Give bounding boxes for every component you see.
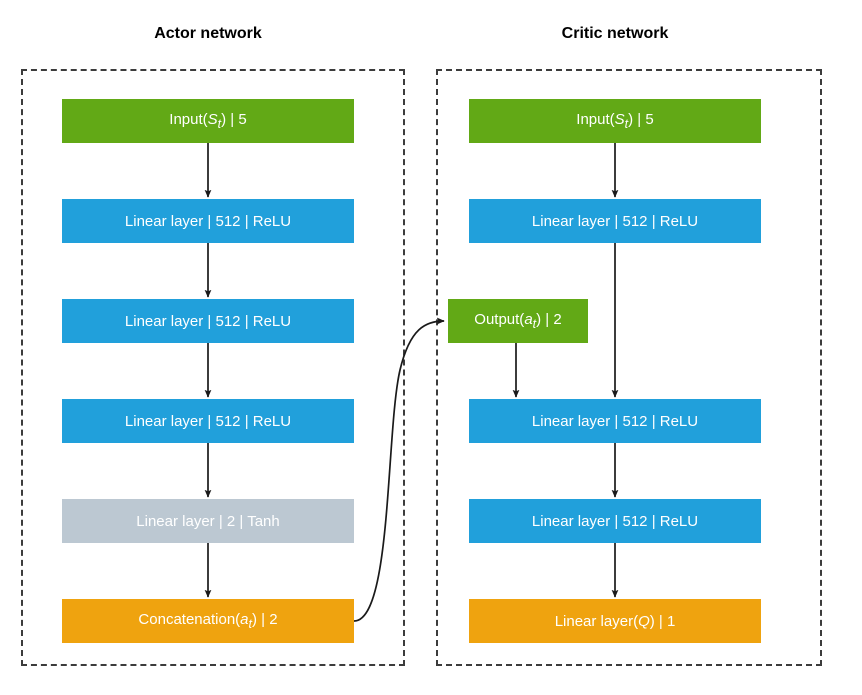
node-label: Linear layer | 512 | ReLU [531, 412, 699, 430]
node-critic-linear-1[interactable]: Linear layer | 512 | ReLU [469, 199, 761, 243]
node-label: Input(St) | 5 [169, 110, 247, 131]
node-label: Linear layer | 512 | ReLU [124, 212, 292, 230]
node-label: Input(St) | 5 [576, 110, 654, 131]
node-critic-q-output[interactable]: Linear layer(Q) | 1 [469, 599, 761, 643]
node-label: Linear layer | 512 | ReLU [531, 212, 699, 230]
node-label: Concatenation(at) | 2 [138, 610, 278, 631]
node-label: Linear layer | 512 | ReLU [531, 512, 699, 530]
actor-network-group [21, 69, 405, 666]
node-actor-linear-2[interactable]: Linear layer | 512 | ReLU [62, 299, 354, 343]
node-label: Linear layer | 512 | ReLU [124, 312, 292, 330]
node-critic-linear-3[interactable]: Linear layer | 512 | ReLU [469, 499, 761, 543]
actor-network-title: Actor network [154, 25, 262, 42]
node-actor-input[interactable]: Input(St) | 5 [62, 99, 354, 143]
node-actor-linear-3[interactable]: Linear layer | 512 | ReLU [62, 399, 354, 443]
node-actor-linear-1[interactable]: Linear layer | 512 | ReLU [62, 199, 354, 243]
node-critic-input[interactable]: Input(St) | 5 [469, 99, 761, 143]
node-label: Linear layer(Q) | 1 [554, 612, 676, 630]
critic-network-title: Critic network [561, 25, 669, 42]
node-label: Linear layer | 2 | Tanh [136, 512, 280, 530]
node-actor-linear-tanh[interactable]: Linear layer | 2 | Tanh [62, 499, 354, 543]
node-label: Linear layer | 512 | ReLU [124, 412, 292, 430]
critic-network-group [436, 69, 822, 666]
node-critic-output[interactable]: Output(at) | 2 [448, 299, 588, 343]
node-critic-linear-2[interactable]: Linear layer | 512 | ReLU [469, 399, 761, 443]
node-label: Output(at) | 2 [474, 310, 562, 331]
node-actor-concatenation[interactable]: Concatenation(at) | 2 [62, 599, 354, 643]
